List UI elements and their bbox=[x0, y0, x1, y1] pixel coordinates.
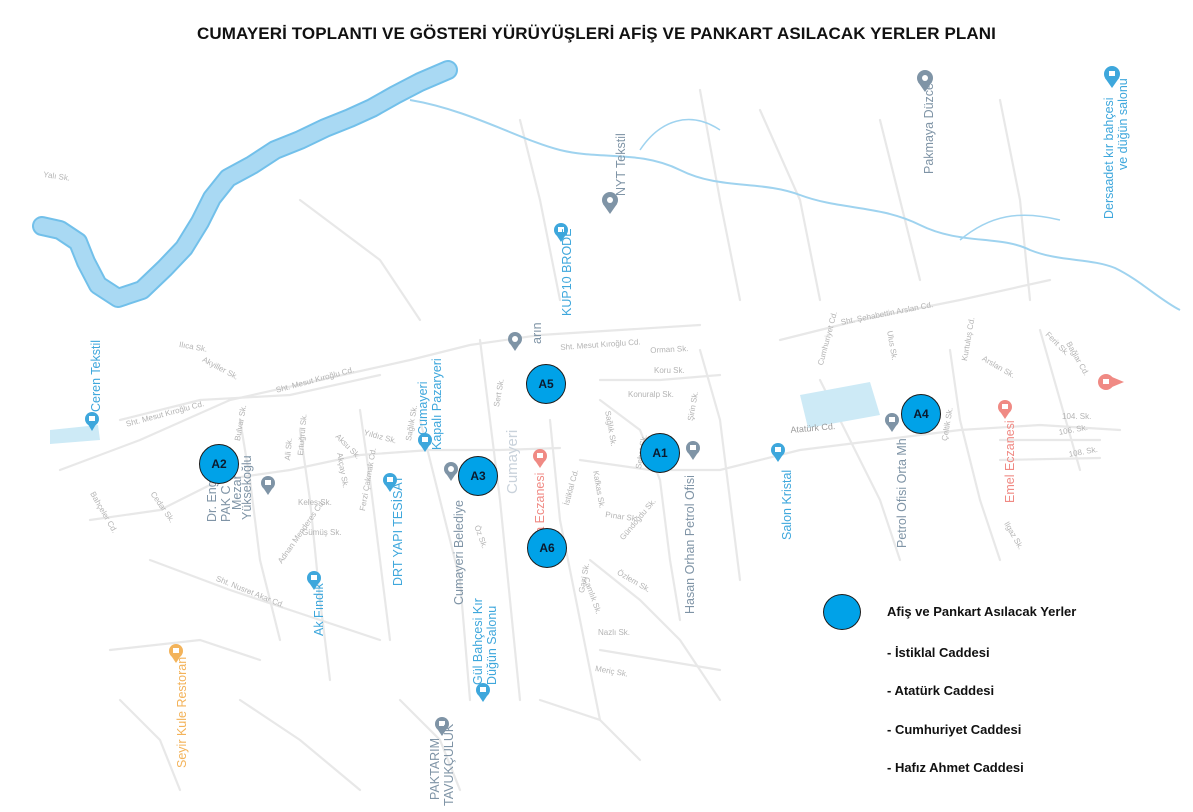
legend-item: - Cumhuriyet Caddesi bbox=[887, 722, 1022, 737]
poi-dersaadet-2: ve düğün salonu bbox=[1116, 78, 1130, 170]
poi-drt-yapi: DRT YAPI TESİSAT bbox=[391, 475, 405, 586]
park-area bbox=[800, 382, 880, 428]
poi-nyt-tekstil: NYT Tekstil bbox=[614, 133, 628, 196]
poi-arin: arın bbox=[530, 322, 544, 344]
pin-paktarim-icon bbox=[435, 717, 449, 736]
park-area-west bbox=[50, 425, 100, 444]
pin-mezarlik-icon bbox=[261, 476, 275, 495]
stream-branch bbox=[639, 118, 721, 151]
poi-dersaadet-1: Dersaadet kır bahçesi bbox=[1102, 97, 1116, 219]
poi-hasan-orhan: Hasan Orhan Petrol Ofisi bbox=[683, 475, 697, 614]
pin-arin-icon bbox=[508, 332, 522, 351]
pin-akfindik-icon bbox=[307, 571, 321, 590]
poi-kup10-brode: KUP10 BRODE bbox=[560, 228, 574, 316]
pin-eczane-icon bbox=[533, 449, 547, 468]
pin-seyir-icon bbox=[169, 644, 183, 663]
legend-title: Afiş ve Pankart Asılacak Yerler bbox=[887, 604, 1077, 619]
pin-pakmaya-icon bbox=[917, 70, 933, 92]
poi-emel-eczanesi: Emel Eczanesi bbox=[1003, 420, 1017, 503]
marker-a2[interactable]: A2 bbox=[199, 444, 239, 484]
stream bbox=[409, 99, 1181, 311]
poi-petrol-ofisi: Petrol Ofisi Orta Mh bbox=[895, 438, 909, 548]
legend-item: - İstiklal Caddesi bbox=[887, 645, 990, 660]
marker-a5[interactable]: A5 bbox=[526, 364, 566, 404]
poi-ak-findik: Ak Fındık bbox=[312, 583, 326, 636]
marker-a1[interactable]: A1 bbox=[640, 433, 680, 473]
street-label: Konuralp Sk. bbox=[628, 390, 674, 399]
pin-ceren-icon bbox=[85, 412, 99, 431]
pin-hasan-icon bbox=[686, 441, 700, 460]
river-fill bbox=[34, 62, 456, 306]
pin-dersaadet-icon bbox=[1104, 66, 1120, 88]
pin-nyt-icon bbox=[602, 192, 618, 214]
street-label: 104. Sk. bbox=[1062, 412, 1092, 421]
page-title: CUMAYERİ TOPLANTI VE GÖSTERİ YÜRÜYÜŞLERİ… bbox=[196, 24, 996, 43]
poi-yuksekoglu: Yüksekoğlu bbox=[240, 455, 254, 520]
street-label: Gümüş Sk. bbox=[302, 528, 342, 537]
poi-ceren-tekstil: Ceren Tekstil bbox=[89, 339, 103, 412]
street-label: Nazlı Sk. bbox=[598, 628, 631, 637]
marker-a3[interactable]: A3 bbox=[458, 456, 498, 496]
pin-belediye-icon bbox=[444, 462, 458, 481]
street-label: Koru Sk. bbox=[654, 366, 685, 375]
pin-salon-icon bbox=[771, 443, 785, 462]
pin-pazar-icon bbox=[418, 433, 432, 452]
marker-a6[interactable]: A6 bbox=[527, 528, 567, 568]
pin-petrol-icon bbox=[885, 413, 899, 432]
poi-paktarim-2: TAVUKÇULUK bbox=[442, 723, 456, 806]
pin-east-icon bbox=[1098, 374, 1124, 390]
pin-emel-icon bbox=[998, 400, 1012, 419]
poi-belediye: Cumayeri Belediye bbox=[452, 500, 466, 605]
stream-branch-2 bbox=[959, 214, 1061, 241]
legend-marker-icon bbox=[823, 594, 861, 630]
poi-seyir-kule: Seyir Kule Restoran bbox=[175, 656, 189, 768]
pin-gul-icon bbox=[476, 683, 490, 702]
marker-a4[interactable]: A4 bbox=[901, 394, 941, 434]
street-label: Keleş Sk. bbox=[298, 498, 332, 507]
poi-cumayeri-town: Cumayeri bbox=[504, 429, 521, 494]
legend-item: - Hafız Ahmet Caddesi bbox=[887, 760, 1024, 775]
poi-cumayeri-pazar-2: Kapalı Pazaryeri bbox=[430, 358, 444, 450]
legend-item: - Atatürk Caddesi bbox=[887, 683, 995, 698]
pin-kup10-icon bbox=[554, 223, 568, 242]
pin-drt-icon bbox=[383, 473, 397, 492]
poi-gul-bahcesi-1: Gül Bahçesi Kır bbox=[471, 598, 485, 685]
poi-pakmaya: Pakmaya Düzce bbox=[922, 82, 936, 174]
poi-salon-kristal: Salon Kristal bbox=[780, 469, 794, 540]
poi-paktarim-1: PAKTARIM bbox=[428, 737, 442, 800]
poi-pins bbox=[85, 66, 1124, 736]
poi-gul-bahcesi-2: Düğün Salonu bbox=[485, 605, 499, 685]
